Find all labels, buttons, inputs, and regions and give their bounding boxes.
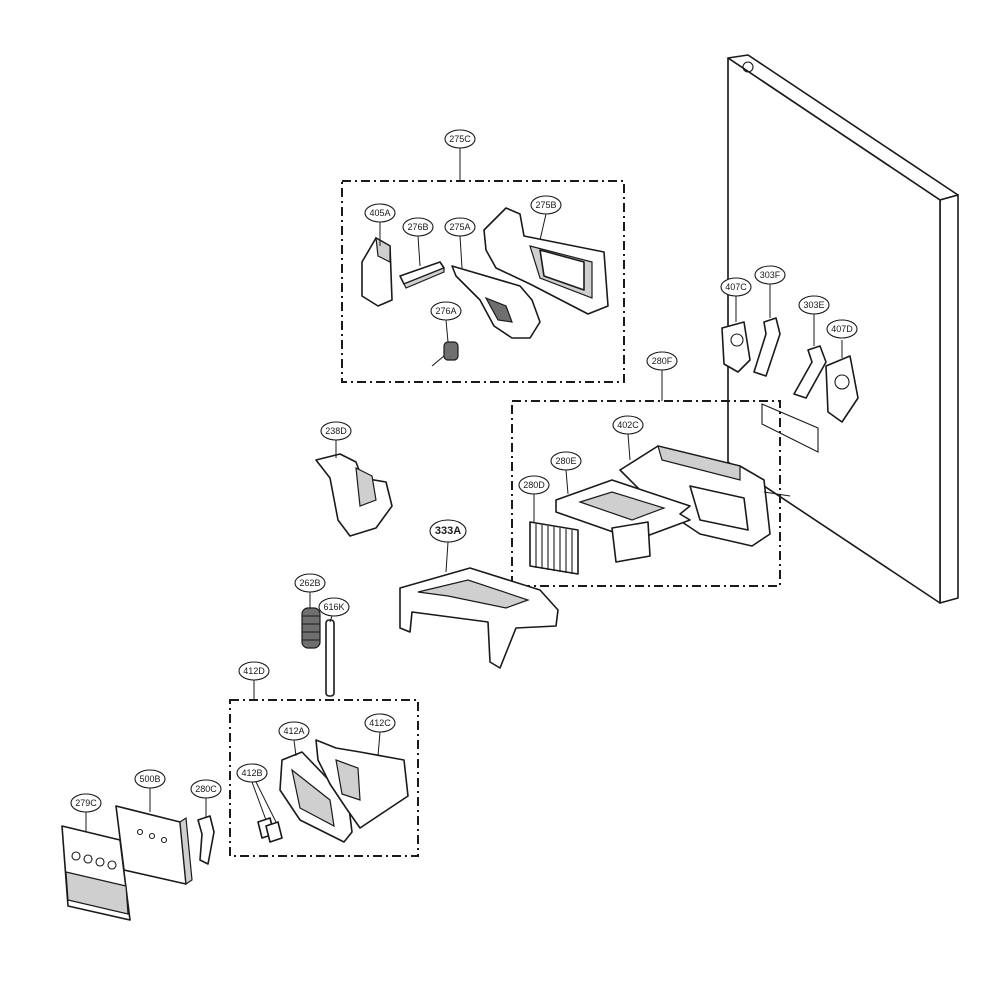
callout-500B: 500B xyxy=(134,769,166,789)
part-412A xyxy=(279,739,353,843)
callout-412B: 412B xyxy=(236,763,268,783)
callout-303F: 303F xyxy=(754,265,786,285)
callout-label: 500B xyxy=(139,774,160,784)
part-303E xyxy=(793,314,827,399)
callout-label: 407C xyxy=(725,282,747,292)
callout-label: 275C xyxy=(449,134,471,144)
callout-412D: 412D xyxy=(238,661,270,681)
callout-275B: 275B xyxy=(530,195,562,215)
callout-label: 405A xyxy=(369,208,390,218)
callout-238D: 238D xyxy=(320,421,352,441)
part-616K xyxy=(325,615,335,697)
callout-label: 280F xyxy=(652,356,673,366)
callout-label: 262B xyxy=(299,578,320,588)
callout-280F: 280F xyxy=(646,351,678,371)
callout-label: 275A xyxy=(449,222,470,232)
callout-label: 412D xyxy=(243,666,265,676)
part-303F xyxy=(753,284,781,377)
callout-label: 412A xyxy=(283,726,304,736)
part-280C xyxy=(197,798,215,865)
callout-279C: 279C xyxy=(70,793,102,813)
callout-label: 407D xyxy=(831,324,853,334)
callout-407C: 407C xyxy=(720,277,752,297)
callout-276B: 276B xyxy=(402,217,434,237)
callout-280D: 280D xyxy=(518,475,550,495)
part-405A xyxy=(361,222,393,307)
part-412B xyxy=(251,781,283,843)
callout-label: 303E xyxy=(803,300,824,310)
part-500B xyxy=(115,788,193,886)
callout-276A: 276A xyxy=(430,301,462,321)
part-262B xyxy=(301,592,321,649)
callout-label: 616K xyxy=(323,602,344,612)
callout-label: 279C xyxy=(75,798,97,808)
callout-280E: 280E xyxy=(550,451,582,471)
callout-616K: 616K xyxy=(318,597,350,617)
part-276B xyxy=(399,235,445,289)
callout-label: 303F xyxy=(760,270,781,280)
callout-402C: 402C xyxy=(612,415,644,435)
callout-label: 280E xyxy=(555,456,576,466)
callout-412A: 412A xyxy=(278,721,310,741)
part-275B xyxy=(483,207,609,315)
callout-label: 333A xyxy=(435,525,461,537)
callout-label: 402C xyxy=(617,420,639,430)
part-279C xyxy=(61,812,131,921)
part-280D xyxy=(529,494,579,575)
callout-label: 412B xyxy=(241,768,262,778)
group-412D xyxy=(229,680,419,857)
callout-407D: 407D xyxy=(826,319,858,339)
hinge-gasket xyxy=(761,403,819,453)
callout-label: 275B xyxy=(535,200,556,210)
part-407D xyxy=(825,340,859,423)
callout-280C: 280C xyxy=(190,779,222,799)
part-402C xyxy=(619,433,771,547)
group-275C xyxy=(341,148,625,383)
callout-label: 280D xyxy=(523,480,545,490)
part-276A xyxy=(431,319,459,367)
part-412C xyxy=(315,731,409,829)
part-275A xyxy=(451,235,541,339)
part-407C xyxy=(721,296,751,373)
callout-label: 412C xyxy=(369,718,391,728)
callout-262B: 262B xyxy=(294,573,326,593)
callout-label: 238D xyxy=(325,426,347,436)
callout-412C: 412C xyxy=(364,713,396,733)
callout-303E: 303E xyxy=(798,295,830,315)
part-238D xyxy=(315,440,393,537)
callout-label: 276A xyxy=(435,306,456,316)
callout-275A: 275A xyxy=(444,217,476,237)
group-280F xyxy=(511,370,791,587)
callout-275C: 275C xyxy=(444,129,476,149)
callout-405A: 405A xyxy=(364,203,396,223)
part-333A xyxy=(399,541,559,669)
callout-333A: 333A xyxy=(429,519,467,543)
callout-label: 276B xyxy=(407,222,428,232)
part-280E xyxy=(555,469,691,563)
callout-label: 280C xyxy=(195,784,217,794)
